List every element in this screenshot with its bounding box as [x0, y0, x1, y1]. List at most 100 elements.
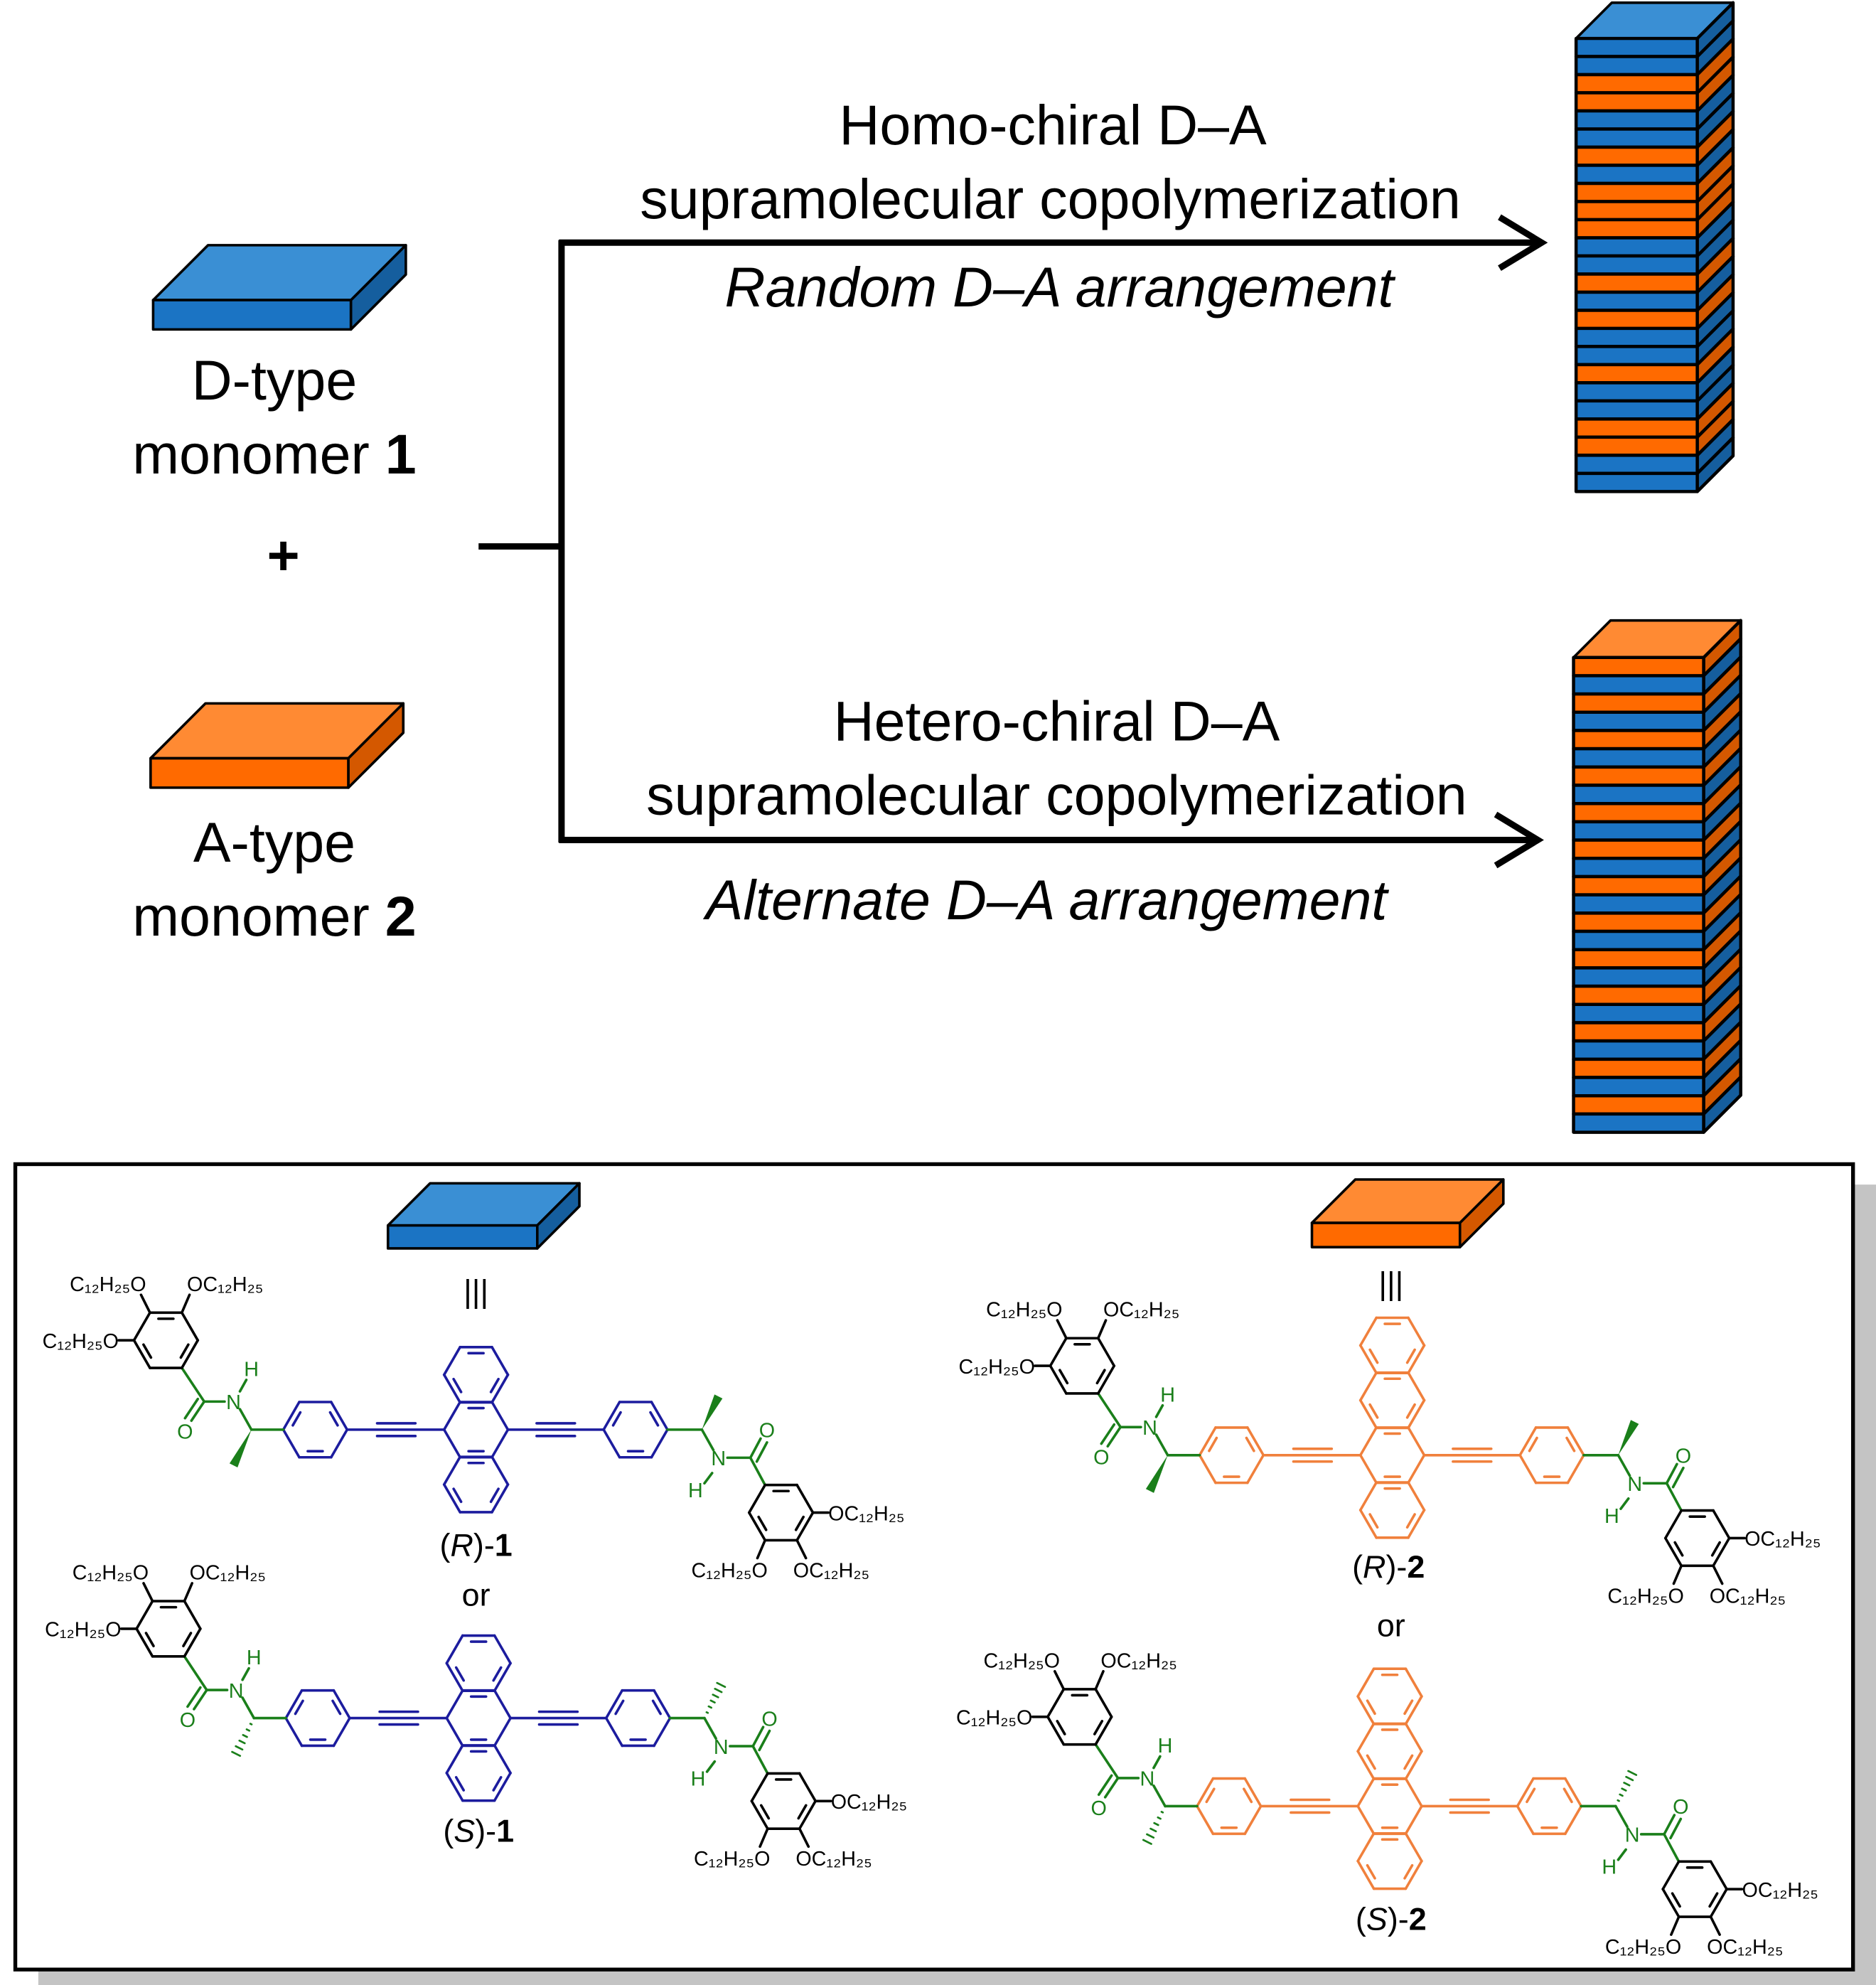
ring-bond [491, 1346, 510, 1376]
ring-bond [1196, 1777, 1215, 1808]
ring-bond [445, 1634, 464, 1665]
ring-bond [442, 1483, 461, 1514]
alkoxy-chain-label: C₁₂H₂₅O [1607, 1585, 1683, 1607]
phenyl-ring [604, 1689, 672, 1748]
alkoxy-chain-label: OC₁₂H₂₅ [1744, 1528, 1821, 1551]
ring-bond [1407, 1316, 1426, 1347]
alkoxy-chain-label: C₁₂H₂₅O [984, 1649, 1060, 1672]
nitrogen-label: N [226, 1391, 241, 1414]
alkyne-triple-bond [347, 1422, 446, 1438]
phenyl-ring [284, 1689, 351, 1748]
block-side-face [536, 1182, 581, 1250]
bond [1617, 1453, 1631, 1477]
acceptor-layer [1572, 728, 1742, 787]
donor-layer [1572, 710, 1742, 769]
ring-bond [1046, 1688, 1066, 1718]
plus-sign: + [267, 523, 299, 587]
ring-double-bond [759, 1804, 771, 1820]
ring-bond [332, 1716, 351, 1748]
homo-arrow-head [1498, 214, 1548, 272]
hash-line [709, 1699, 716, 1704]
ring-double-bond [1366, 1863, 1376, 1880]
ring-double-bond [1405, 1348, 1416, 1364]
ring-bond [1663, 1509, 1683, 1540]
bond [1663, 1833, 1681, 1863]
bond [1053, 1670, 1066, 1691]
ring-bond [284, 1689, 304, 1720]
ring-bond [493, 1716, 512, 1748]
layer-front [1572, 710, 1705, 732]
ring-double-bond [1368, 1513, 1379, 1529]
ring-bond [750, 1799, 769, 1830]
ring-bond [1516, 1777, 1535, 1808]
acene-ring [1358, 1481, 1426, 1539]
ring-bond [1358, 1344, 1378, 1375]
layer-front [1574, 218, 1699, 240]
block-front-face [1310, 1221, 1462, 1248]
bond [183, 1397, 200, 1420]
nitrogen-label: N [1627, 1473, 1642, 1496]
methyl-wedge-bond [702, 1394, 723, 1430]
ring-bond [442, 1373, 461, 1404]
bond [1669, 1817, 1683, 1840]
hydrogen-label: H [1158, 1735, 1173, 1757]
ring-bond [330, 1428, 349, 1459]
bond [1665, 1462, 1678, 1485]
ring-double-bond [144, 1632, 155, 1647]
ring-double-bond [1526, 1787, 1536, 1804]
bond [1152, 1784, 1167, 1808]
bond [751, 1725, 765, 1748]
nitrogen-label: N [1625, 1824, 1640, 1847]
alkoxy-chain-label: OC₁₂H₂₅ [795, 1848, 872, 1871]
ring-bond [1094, 1688, 1113, 1718]
nitrogen-label: N [714, 1736, 729, 1759]
equivalence-mark-2: ||| [1378, 1266, 1403, 1302]
ring-double-bond [1403, 1754, 1414, 1770]
ring-double-bond [328, 1411, 339, 1427]
nitrogen-label: N [1140, 1768, 1155, 1791]
hydrogen-label: H [1602, 1856, 1617, 1879]
ring-bond [1246, 1453, 1265, 1484]
gallate-ring [750, 1772, 817, 1830]
oxygen-label: O [761, 1708, 777, 1730]
bond [186, 1686, 202, 1708]
homo-title-line2: supramolecular copolymerization [640, 167, 1461, 230]
oxygen-label: O [177, 1420, 193, 1443]
ring-bond [1712, 1509, 1731, 1540]
hash-line [1149, 1827, 1157, 1833]
nh-bond [1154, 1403, 1164, 1418]
hash-line [1153, 1821, 1159, 1826]
ring-double-bond [142, 1343, 153, 1359]
acceptor-layer [1572, 619, 1742, 678]
ring-double-bond [452, 1487, 463, 1504]
layer-front [1574, 454, 1699, 476]
ring-bond [491, 1401, 510, 1431]
methyl-hashed-bond [1617, 1770, 1638, 1802]
phenyl-ring [282, 1401, 349, 1459]
ring-bond [1356, 1859, 1376, 1890]
hash-line [238, 1739, 246, 1745]
donor-layer [1572, 673, 1742, 732]
hash-line [1621, 1787, 1627, 1792]
ring-bond [1358, 1316, 1378, 1347]
ring-double-bond [1405, 1513, 1416, 1529]
a-type-label: A-type [193, 810, 355, 874]
alkoxy-chain-label: OC₁₂H₂₅ [831, 1791, 907, 1814]
hash-line [1619, 1793, 1624, 1797]
phenyl-ring [1196, 1777, 1263, 1836]
ring-bond [795, 1483, 815, 1514]
ring-bond [604, 1689, 623, 1720]
bond [142, 1582, 154, 1603]
bond [749, 1456, 767, 1487]
ring-bond [445, 1662, 464, 1693]
ring-bond [445, 1771, 464, 1802]
bond [241, 1696, 256, 1720]
donor-layer [1572, 929, 1742, 988]
methyl-wedge-bond [1618, 1420, 1639, 1455]
oxygen-label: O [180, 1709, 195, 1732]
hydrogen-label: H [688, 1480, 703, 1502]
ring-bond [1243, 1804, 1263, 1836]
ring-bond [282, 1428, 301, 1459]
